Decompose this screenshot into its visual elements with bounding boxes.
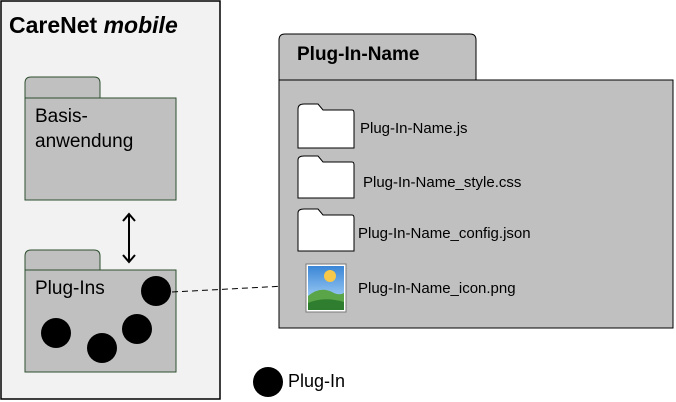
file-label-css: Plug-In-Name_style.css xyxy=(363,174,522,191)
app-title-main: CareNet xyxy=(9,12,98,38)
plugin-detail-title: Plug-In-Name xyxy=(297,44,420,65)
folder-icon xyxy=(297,155,355,199)
basis-package xyxy=(24,97,177,201)
legend-dot xyxy=(253,367,283,397)
plugins-package-tab xyxy=(24,249,101,271)
plugin-dot xyxy=(87,333,117,363)
basis-package-tab xyxy=(24,76,101,99)
file-label-icon: Plug-In-Name_icon.png xyxy=(358,280,516,297)
plugins-package-label: Plug-Ins xyxy=(35,278,105,299)
app-title-emphasis: mobile xyxy=(103,12,178,38)
app-title: CareNet mobile xyxy=(9,12,178,39)
basis-package-label: Basis-anwendung xyxy=(35,106,134,152)
file-label-config: Plug-In-Name_config.json xyxy=(358,225,531,242)
plugin-detail-package-tab xyxy=(278,33,477,81)
file-label-js: Plug-In-Name.js xyxy=(360,120,468,137)
plugin-dot xyxy=(41,318,71,348)
legend-label: Plug-In xyxy=(288,371,346,391)
folder-icon xyxy=(297,208,355,252)
plugin-dot xyxy=(141,276,171,306)
image-icon xyxy=(305,263,347,313)
folder-icon xyxy=(297,103,355,149)
double-arrow-icon xyxy=(122,212,136,264)
plugin-dot xyxy=(122,314,152,344)
